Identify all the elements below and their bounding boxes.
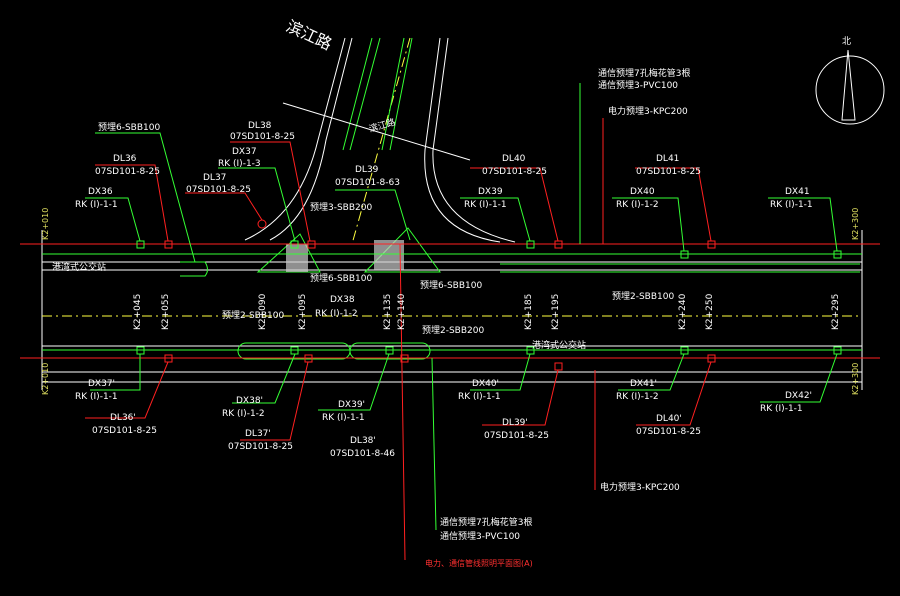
mid-labels: 预埋6-SBB100 预埋3-SBB200 预埋6-SBB100 DX38 RK…	[98, 122, 674, 336]
north-arrow-label: 北	[842, 36, 851, 47]
pipe-label: DX38	[330, 295, 355, 305]
power-note: 电力预埋3-KPC200	[600, 481, 680, 493]
label-ref: RK (Ⅰ)-1-1	[464, 200, 507, 210]
station-mid: K2+090	[258, 293, 268, 330]
station-mid: K2+240	[678, 293, 688, 330]
label-ref: 07SD101-8-25	[228, 442, 293, 452]
station-mid: K2+095	[298, 294, 308, 330]
label-code: DX39	[478, 187, 503, 197]
label-code: DX38'	[236, 396, 263, 406]
label-ref: RK (Ⅰ)-1-1	[458, 392, 501, 402]
label-ref: RK (Ⅰ)-1-2	[222, 409, 265, 419]
bottom-labels: DX37' RK (Ⅰ)-1-1 DL36' 07SD101-8-25 DX38…	[75, 379, 812, 459]
pipe-label: 预埋2-SBB200	[422, 325, 484, 336]
station-mid: K2+295	[831, 294, 841, 330]
utility-lines	[20, 243, 880, 561]
bus-stop-label: 港湾式公交站	[532, 339, 586, 351]
label-code: DX36	[88, 187, 113, 197]
label-code: DL40'	[656, 414, 682, 424]
label-ref: 07SD101-8-25	[484, 431, 549, 441]
label-code: DX37'	[88, 379, 115, 389]
label-code: DL39'	[502, 418, 528, 428]
telecom-note: 通信预埋3-PVC100	[440, 530, 520, 542]
telecom-note: 通信预埋3-PVC100	[598, 79, 678, 91]
label-ref: RK (Ⅰ)-1-1	[770, 200, 813, 210]
label-code: DX41'	[630, 379, 657, 389]
pipe-label: 预埋3-SBB200	[310, 202, 372, 213]
station-right-bottom: K2+300	[851, 363, 860, 395]
label-ref: 07SD101-8-25	[186, 185, 251, 195]
side-road	[244, 37, 516, 245]
label-ref: 07SD101-8-25	[636, 167, 701, 177]
station-labels: K2+010 K2+010 K2+300 K2+300 K2+045 K2+05…	[41, 208, 860, 395]
cable-pits	[136, 219, 842, 371]
telecom-note: 通信预埋7孔梅花管3根	[440, 516, 532, 528]
station-right-top: K2+300	[851, 208, 860, 240]
power-note: 电力预埋3-KPC200	[608, 105, 688, 117]
station-mid: K2+140	[397, 293, 407, 330]
label-ref: RK (Ⅰ)-1-2	[616, 200, 659, 210]
label-ref: 07SD101-8-63	[335, 178, 400, 188]
label-ref: RK (Ⅰ)-1-3	[218, 159, 261, 169]
label-ref: 07SD101-8-25	[482, 167, 547, 177]
label-ref: RK (Ⅰ)-1-1	[322, 413, 365, 423]
label-code: DL36'	[110, 413, 136, 423]
label-ref: RK (Ⅰ)-1-1	[760, 404, 803, 414]
pipe-label: 预埋6-SBB100	[98, 122, 160, 133]
label-ref: 07SD101-8-25	[92, 426, 157, 436]
label-code: DL41	[656, 154, 679, 164]
label-code: DL37	[203, 173, 226, 183]
station-left-bottom: K2+010	[41, 363, 50, 395]
label-ref: 07SD101-8-46	[330, 449, 395, 459]
leader-lines	[85, 83, 838, 490]
label-code: DX40'	[472, 379, 499, 389]
station-mid: K2+135	[383, 294, 393, 330]
label-code: DL36	[113, 154, 137, 164]
station-mid: K2+045	[133, 294, 143, 330]
pipe-label: 预埋6-SBB100	[310, 273, 372, 284]
label-code: DL39	[355, 165, 379, 175]
station-mid: K2+195	[551, 294, 561, 330]
label-ref: 07SD101-8-25	[230, 132, 295, 142]
label-code: DL37'	[245, 429, 271, 439]
label-code: DL38'	[350, 436, 376, 446]
bus-stop-label: 港湾式公交站	[52, 261, 106, 273]
label-code: DL40	[502, 154, 526, 164]
station-left-top: K2+010	[41, 208, 50, 240]
pipe-label: RK (Ⅰ)-1-2	[315, 309, 358, 319]
label-code: DL38	[248, 121, 272, 131]
label-code: DX40	[630, 187, 655, 197]
label-ref: 07SD101-8-25	[95, 167, 160, 177]
telecom-note: 通信预埋7孔梅花管3根	[598, 67, 690, 79]
station-mid: K2+250	[705, 293, 715, 330]
label-code: DX42'	[785, 391, 812, 401]
label-code: DX37	[232, 147, 257, 157]
label-ref: RK (Ⅰ)-1-1	[75, 200, 118, 210]
label-ref: RK (Ⅰ)-1-1	[75, 392, 118, 402]
north-arrow: 北	[815, 36, 885, 125]
station-mid: K2+055	[161, 294, 171, 330]
label-code: DX41	[785, 187, 810, 197]
pipe-label: 预埋2-SBB100	[612, 291, 674, 302]
pipe-label: 预埋6-SBB100	[420, 280, 482, 291]
station-mid: K2+185	[524, 294, 534, 330]
notes: 通信预埋7孔梅花管3根 通信预埋3-PVC100 电力预埋3-KPC200 电力…	[440, 67, 690, 542]
footer-title: 电力、通信管线照明平面图(A)	[425, 558, 533, 568]
label-ref: 07SD101-8-25	[636, 427, 701, 437]
pipe-label: 预埋2-SBB100	[222, 310, 284, 321]
label-code: DX39'	[338, 400, 365, 410]
top-labels: DL36 07SD101-8-25 DX36 RK (Ⅰ)-1-1 DL38 0…	[75, 121, 813, 210]
label-ref: RK (Ⅰ)-1-2	[616, 392, 659, 402]
